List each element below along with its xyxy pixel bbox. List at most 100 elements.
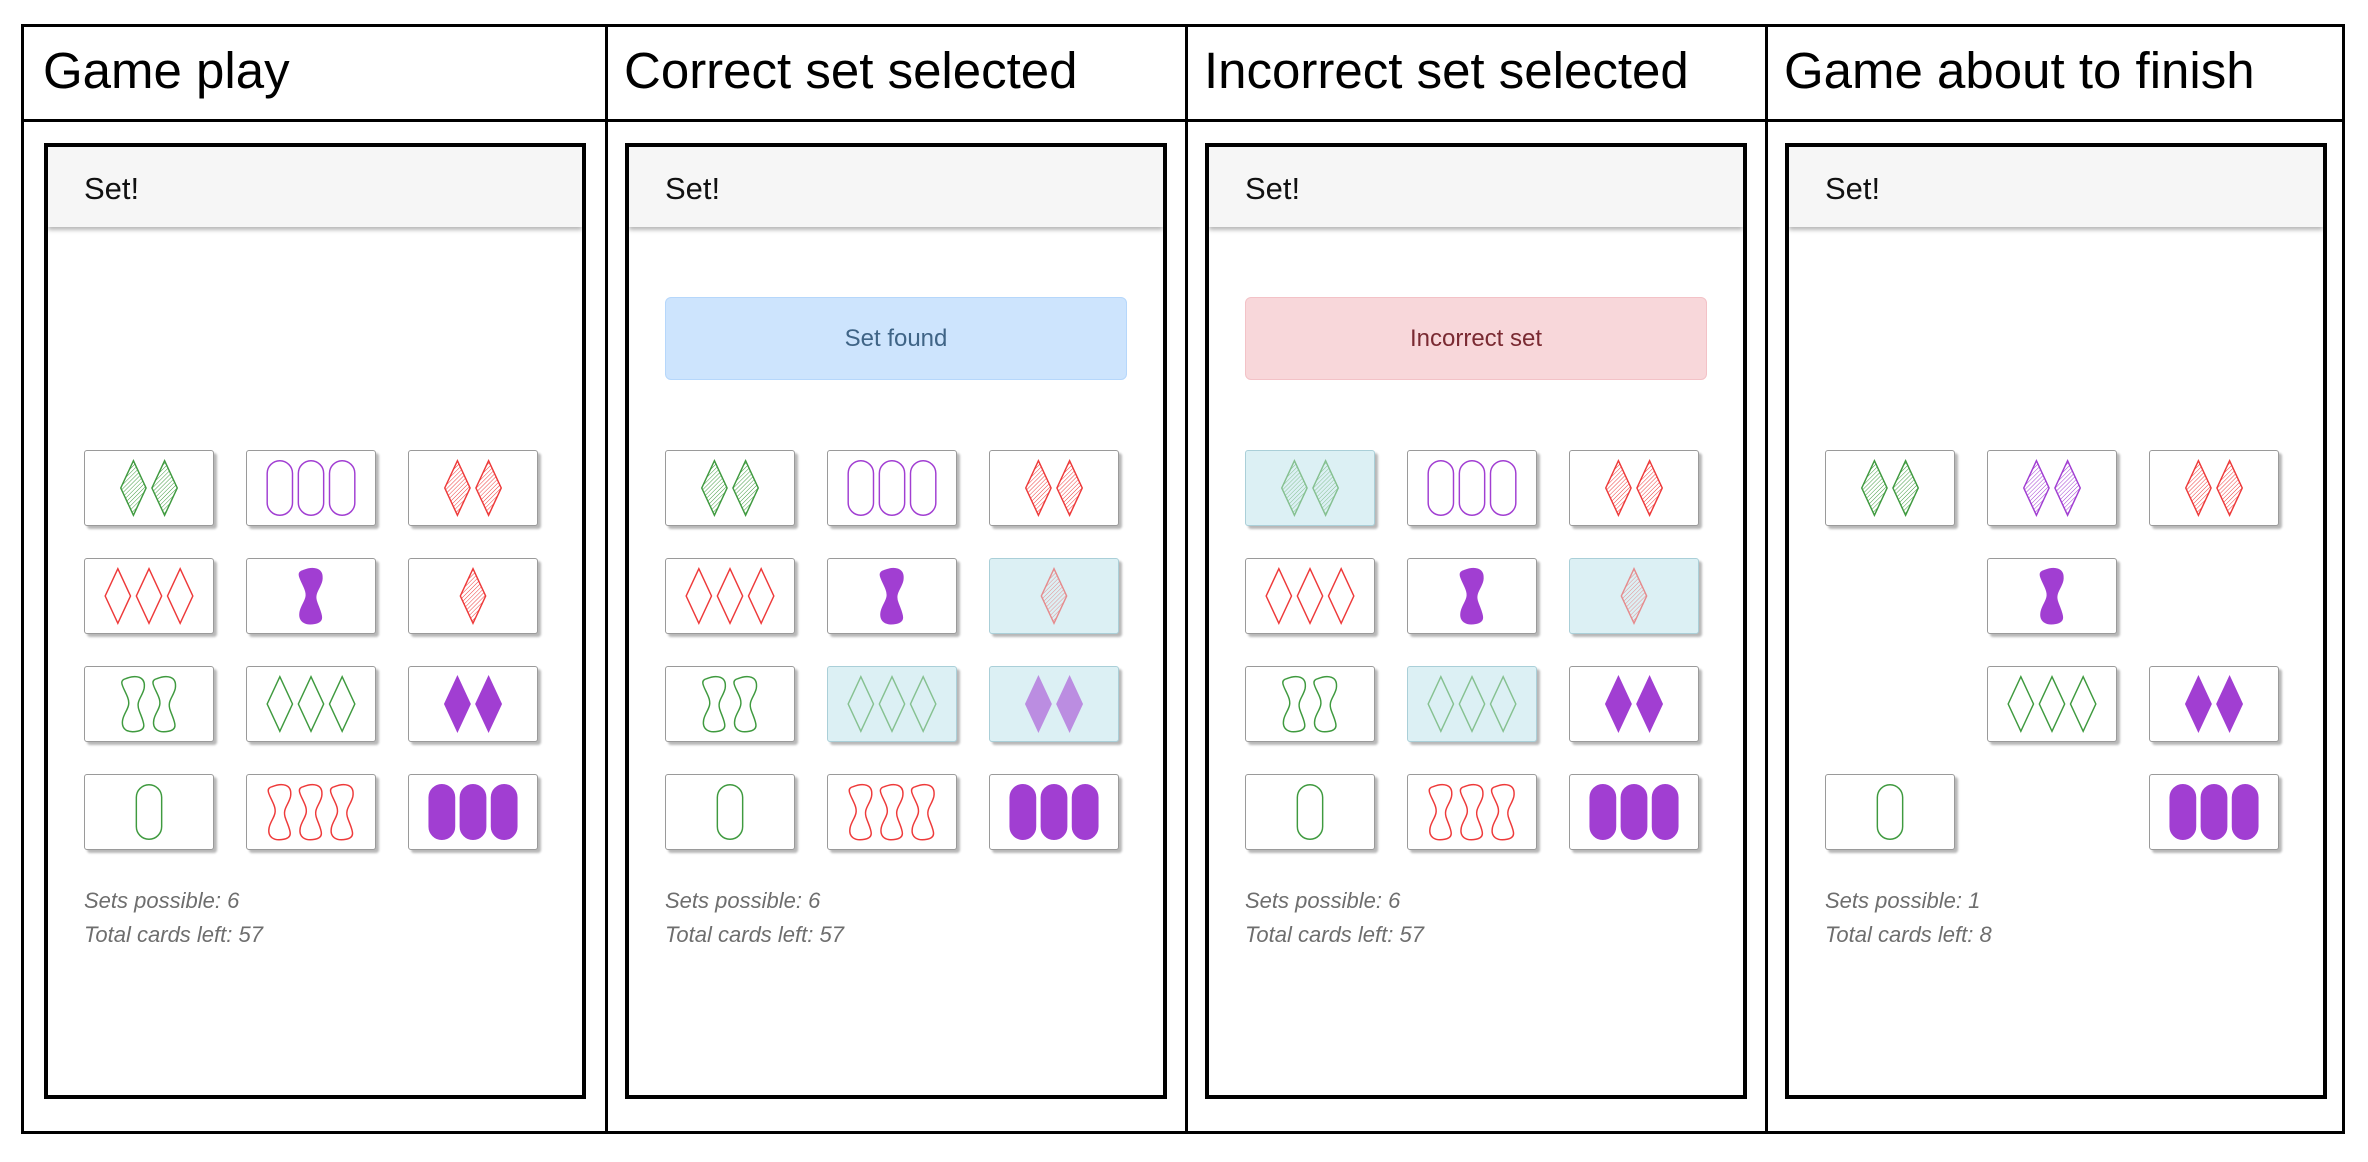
set-card[interactable]	[1407, 450, 1537, 526]
set-card[interactable]	[989, 666, 1119, 742]
panel-game-finish: Game about to finish Set! Sets possible:…	[1765, 27, 2345, 1131]
oval-shape	[297, 460, 325, 516]
game-stats: Sets possible: 6 Total cards left: 57	[1245, 884, 1424, 952]
diamond-shape	[732, 459, 760, 517]
set-found-alert: Set found	[665, 297, 1127, 380]
panel-incorrect-set: Incorrect set selected Set! Incorrect se…	[1185, 27, 1768, 1131]
set-card[interactable]	[989, 558, 1119, 634]
set-card[interactable]	[1245, 558, 1375, 634]
set-card[interactable]	[408, 774, 538, 850]
set-card[interactable]	[1245, 450, 1375, 526]
squiggle-shape	[879, 783, 904, 841]
diamond-symbol-icon	[1040, 567, 1068, 625]
sets-possible-text: Sets possible: 6	[84, 888, 240, 913]
game-stats: Sets possible: 6 Total cards left: 57	[84, 884, 263, 952]
set-card[interactable]	[84, 558, 214, 634]
set-card[interactable]	[408, 450, 538, 526]
set-card[interactable]	[1569, 774, 1699, 850]
set-card[interactable]	[1569, 666, 1699, 742]
squiggle-symbol-icon	[848, 783, 935, 841]
set-card[interactable]	[1245, 666, 1375, 742]
app-title: Set!	[84, 171, 140, 206]
set-card[interactable]	[827, 450, 957, 526]
oval-symbol-icon	[847, 460, 937, 516]
sets-possible-text: Sets possible: 6	[665, 888, 821, 913]
diamond-shape	[847, 675, 875, 733]
oval-symbol-icon	[1589, 784, 1679, 840]
diamond-symbol-icon	[1024, 675, 1084, 733]
set-card[interactable]	[246, 558, 376, 634]
diamond-shape	[475, 675, 503, 733]
panel-caption: Correct set selected	[605, 27, 1185, 122]
set-card[interactable]	[1407, 558, 1537, 634]
set-card[interactable]	[827, 666, 957, 742]
squiggle-symbol-icon	[879, 567, 904, 625]
set-card[interactable]	[1987, 558, 2117, 634]
squiggle-shape	[879, 567, 904, 625]
oval-symbol-icon	[266, 460, 356, 516]
set-card[interactable]	[2149, 666, 2279, 742]
set-card[interactable]	[989, 450, 1119, 526]
oval-symbol-icon	[1876, 784, 1904, 840]
set-card[interactable]	[665, 558, 795, 634]
squiggle-shape	[1490, 783, 1515, 841]
app-title: Set!	[1825, 171, 1881, 206]
diamond-shape	[909, 675, 937, 733]
set-card[interactable]	[246, 666, 376, 742]
app-bar: Set!	[1789, 147, 2323, 227]
set-card[interactable]	[1569, 450, 1699, 526]
panel-game-play: Game play Set! Sets possible: 6 Total ca…	[24, 27, 608, 1131]
set-card[interactable]	[1569, 558, 1699, 634]
diamond-shape	[2007, 675, 2035, 733]
oval-shape	[2200, 784, 2228, 840]
set-card[interactable]	[665, 774, 795, 850]
set-card[interactable]	[84, 666, 214, 742]
set-card[interactable]	[408, 666, 538, 742]
squiggle-shape	[1282, 675, 1307, 733]
set-card[interactable]	[246, 450, 376, 526]
oval-shape	[328, 460, 356, 516]
diamond-shape	[1636, 675, 1664, 733]
incorrect-set-alert: Incorrect set	[1245, 297, 1707, 380]
diamond-shape	[1327, 567, 1355, 625]
panel-caption: Game about to finish	[1765, 27, 2345, 122]
set-card[interactable]	[1825, 774, 1955, 850]
set-card[interactable]	[665, 666, 795, 742]
diamond-symbol-icon	[443, 459, 503, 517]
set-card[interactable]	[1407, 774, 1537, 850]
set-card[interactable]	[1245, 774, 1375, 850]
set-card[interactable]	[1825, 450, 1955, 526]
app-screen: Set! Sets possible: 1 Total cards left: …	[1785, 143, 2327, 1099]
diamond-shape	[2038, 675, 2066, 733]
set-card[interactable]	[84, 450, 214, 526]
diamond-shape	[297, 675, 325, 733]
set-card[interactable]	[246, 774, 376, 850]
diamond-symbol-icon	[1280, 459, 1340, 517]
app-bar: Set!	[629, 147, 1163, 227]
diamond-shape	[1056, 675, 1084, 733]
set-card[interactable]	[665, 450, 795, 526]
set-card[interactable]	[827, 774, 957, 850]
set-card[interactable]	[2149, 450, 2279, 526]
set-card[interactable]	[408, 558, 538, 634]
set-card[interactable]	[1987, 666, 2117, 742]
oval-shape	[1876, 784, 1904, 840]
set-card[interactable]	[1987, 450, 2117, 526]
set-card[interactable]	[989, 774, 1119, 850]
diamond-shape	[700, 459, 728, 517]
oval-shape	[909, 460, 937, 516]
oval-shape	[1040, 784, 1068, 840]
set-card[interactable]	[2149, 774, 2279, 850]
squiggle-symbol-icon	[2039, 567, 2064, 625]
cards-left-text: Total cards left: 57	[1245, 922, 1424, 947]
oval-shape	[1009, 784, 1037, 840]
set-card[interactable]	[1407, 666, 1537, 742]
app-screen: Set! Set found Sets possible: 6 Total ca…	[625, 143, 1167, 1099]
sets-possible-text: Sets possible: 6	[1245, 888, 1401, 913]
oval-symbol-icon	[1427, 460, 1517, 516]
set-card[interactable]	[84, 774, 214, 850]
diamond-shape	[1296, 567, 1324, 625]
set-card[interactable]	[827, 558, 957, 634]
diamond-symbol-icon	[266, 675, 356, 733]
oval-shape	[1458, 460, 1486, 516]
